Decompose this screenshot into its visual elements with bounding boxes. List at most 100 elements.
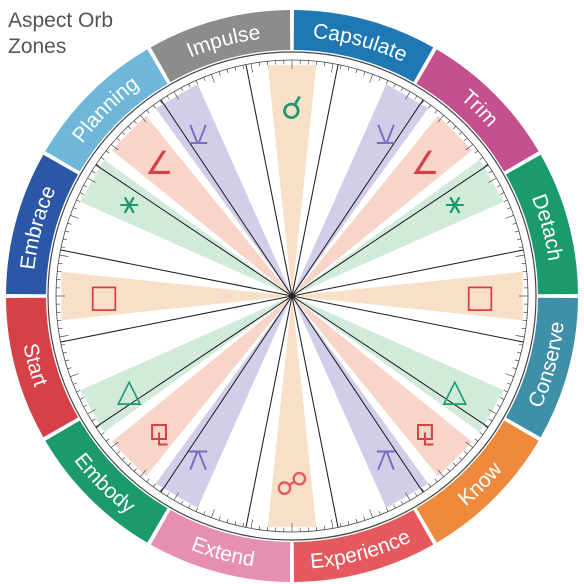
degree-tick: [465, 144, 473, 151]
degree-tick: [76, 199, 81, 202]
degree-tick: [211, 509, 215, 518]
degree-tick: [146, 478, 150, 483]
degree-tick: [484, 163, 488, 167]
degree-tick: [91, 170, 96, 174]
degree-tick: [159, 100, 163, 104]
degree-tick: [62, 351, 67, 354]
degree-tick: [393, 504, 396, 509]
degree-tick: [405, 492, 411, 501]
degree-tick: [203, 510, 206, 515]
degree-tick: [58, 327, 63, 330]
degree-tick: [500, 397, 505, 400]
trine-band: [80, 296, 292, 433]
degree-tick: [100, 432, 105, 435]
degree-tick: [73, 207, 78, 210]
sextile-band: [80, 159, 292, 296]
degree-tick: [405, 91, 411, 100]
degree-tick: [496, 404, 501, 408]
degree-tick: [452, 126, 457, 130]
degree-tick: [67, 367, 72, 370]
opposition-icon: ☍: [276, 465, 308, 503]
degree-tick: [517, 238, 522, 241]
degree-tick: [500, 192, 505, 195]
degree-tick: [87, 409, 96, 415]
degree-tick: [140, 469, 147, 477]
degree-tick: [226, 69, 229, 74]
semi-sextile-band: [292, 84, 429, 296]
degree-tick: [331, 519, 334, 529]
degree-tick: [166, 95, 170, 100]
degree-tick: [428, 104, 431, 109]
zone-segment-impulse: [150, 10, 291, 83]
degree-tick: [70, 373, 79, 377]
degree-tick: [173, 492, 179, 501]
degree-tick: [369, 509, 373, 518]
title-line-2: Zones: [8, 35, 67, 58]
degree-tick: [512, 222, 517, 225]
degree-tick: [518, 343, 523, 346]
degree-tick: [70, 215, 79, 219]
semi-square-icon: ∠: [411, 144, 440, 182]
degree-tick: [386, 80, 389, 85]
degree-tick: [96, 425, 100, 429]
degree-tick: [87, 177, 96, 183]
zone-segment-embrace: [6, 154, 79, 295]
degree-tick: [111, 441, 119, 448]
degree-tick: [458, 131, 462, 136]
degree-tick: [58, 262, 63, 265]
degree-tick: [496, 184, 501, 188]
zone-segment-know: [416, 420, 539, 543]
degree-tick: [465, 441, 473, 448]
degree-tick: [521, 262, 526, 265]
degree-tick: [512, 367, 517, 370]
degree-tick: [140, 115, 147, 123]
degree-tick: [73, 382, 78, 385]
sesquiquadrate-band: [111, 296, 292, 477]
degree-tick: [250, 519, 253, 529]
degree-tick: [414, 492, 418, 497]
degree-tick: [258, 525, 261, 530]
degree-ticks: [56, 60, 528, 532]
zone-segment-planning: [45, 49, 168, 172]
sextile-icon: ⚹: [445, 183, 464, 221]
degree-tick: [339, 522, 342, 527]
trine-icon: △: [117, 371, 142, 409]
degree-tick: [323, 525, 326, 530]
degree-tick: [195, 80, 198, 85]
degree-tick: [116, 137, 120, 141]
degree-tick: [400, 500, 404, 505]
sextile-band: [292, 159, 504, 296]
degree-tick: [521, 327, 526, 330]
degree-tick: [479, 432, 484, 435]
degree-tick: [61, 246, 66, 249]
diagram-title: Aspect Orb Zones: [8, 8, 113, 60]
trine-band: [292, 296, 504, 433]
degree-tick: [83, 404, 88, 408]
degree-tick: [62, 238, 67, 241]
quincunx-band: [155, 296, 292, 508]
degree-tick: [437, 469, 444, 477]
degree-tick: [79, 397, 84, 400]
degree-tick: [105, 150, 110, 154]
degree-tick: [100, 157, 105, 160]
degree-tick: [79, 192, 84, 195]
degree-tick: [369, 74, 373, 83]
degree-tick: [188, 83, 191, 88]
degree-tick: [355, 69, 358, 74]
degree-tick: [242, 65, 245, 70]
zone-segment-detach: [505, 154, 578, 295]
degree-tick: [180, 87, 184, 92]
degree-tick: [195, 507, 198, 512]
semi-sextile-icon: ⚺: [187, 114, 208, 152]
aspect-glyphs: ☌⚺⚺∠∠⚹⚹□□△△⚼⚼⚻⚻☍: [89, 89, 495, 503]
degree-tick: [434, 478, 438, 483]
degree-tick: [518, 246, 523, 249]
zone-segment-experience: [293, 509, 434, 582]
degree-tick: [111, 144, 119, 151]
degree-tick: [414, 95, 418, 100]
square-icon: □: [89, 277, 119, 315]
degree-tick: [226, 518, 229, 523]
degree-tick: [400, 87, 404, 92]
quincunx-icon: ⚻: [375, 440, 396, 478]
